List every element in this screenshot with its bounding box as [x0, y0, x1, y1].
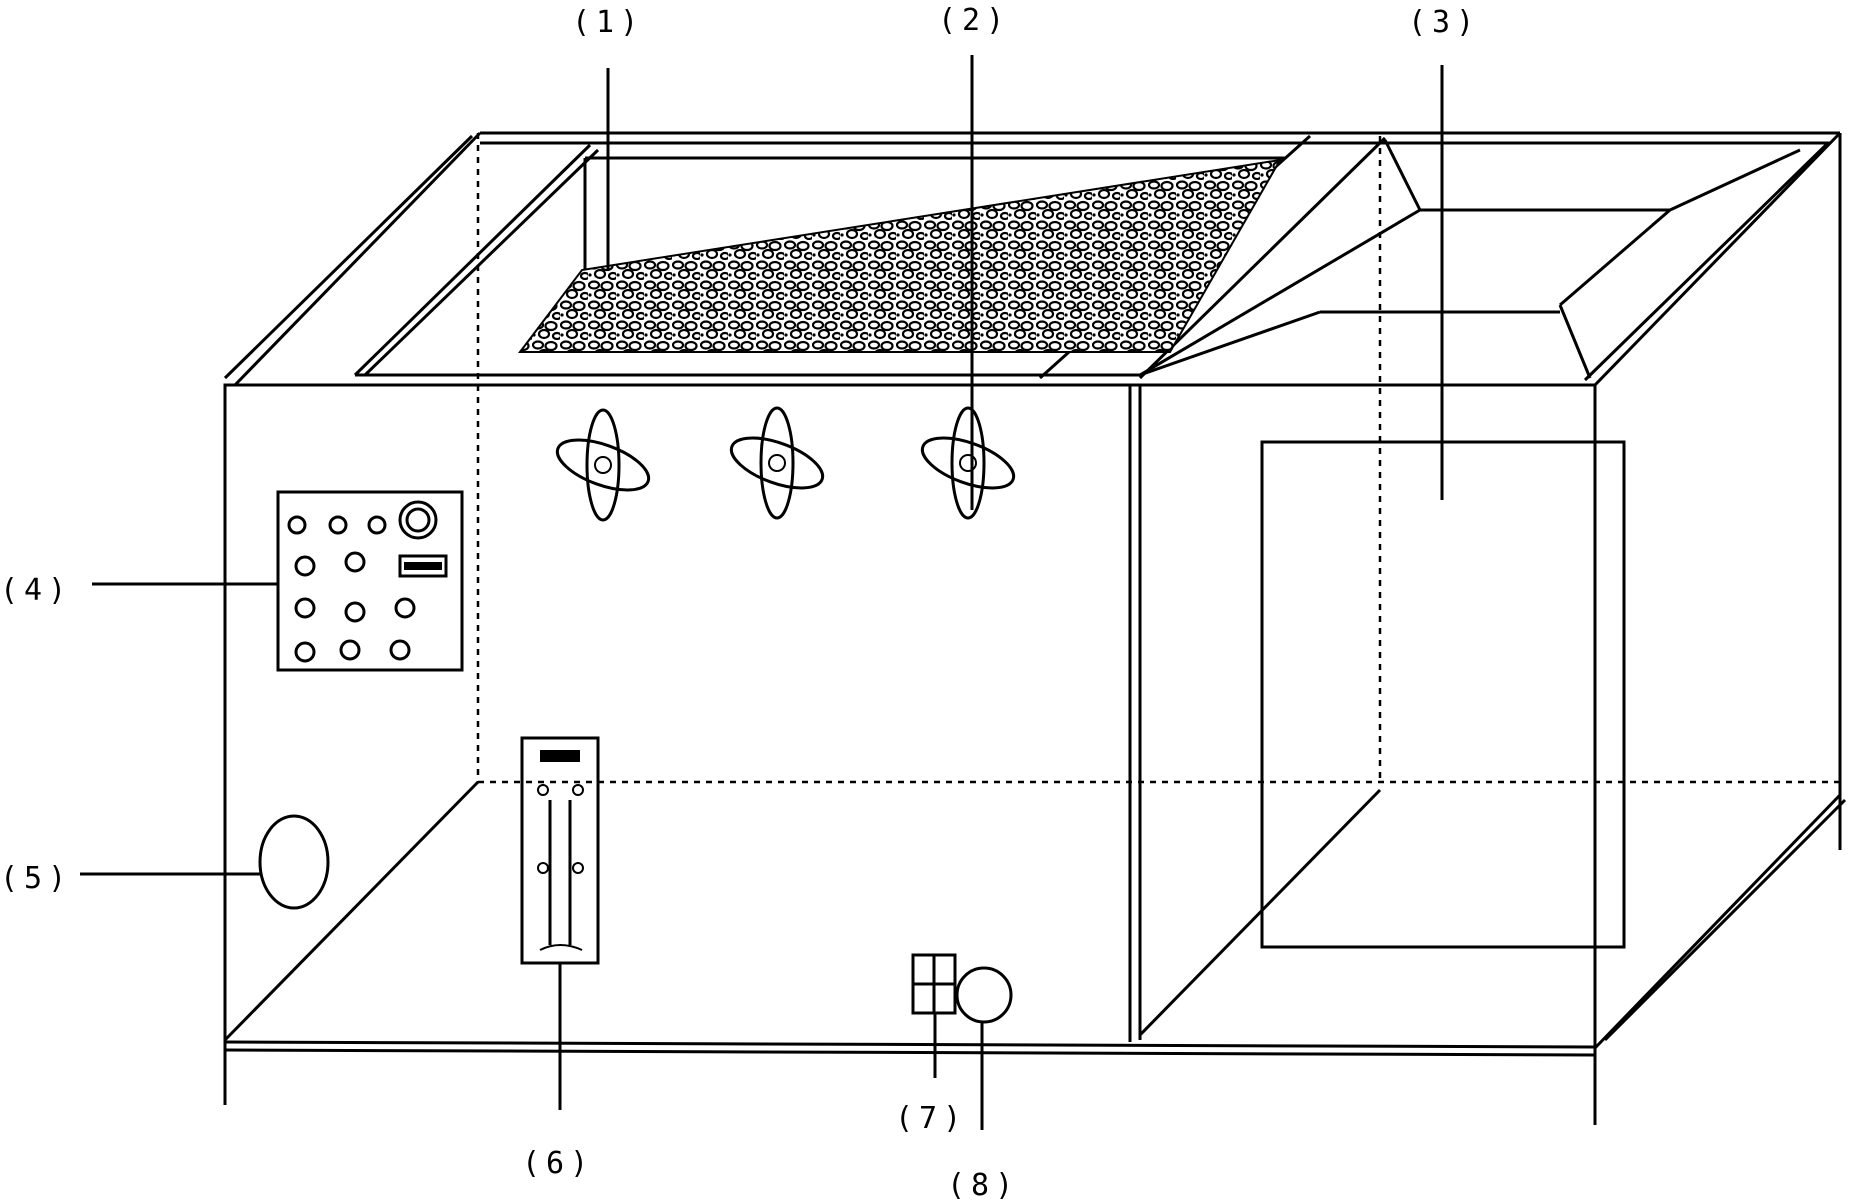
specimen-panel: [1260, 440, 1626, 949]
fan-3: [920, 406, 1016, 520]
valve: [911, 953, 957, 1015]
flow-meter: [520, 736, 600, 965]
pressure-gauge: [955, 966, 1013, 1024]
leader-lines: [80, 55, 1444, 1130]
fan-2: [729, 406, 825, 520]
label-7: (7): [895, 1101, 967, 1136]
label-3: (3): [1408, 5, 1480, 40]
knob-icon: [287, 500, 448, 663]
label-8: (8): [947, 1168, 1019, 1201]
label-2: (2): [938, 3, 1010, 38]
label-1: (1): [572, 5, 644, 40]
port-opening: [258, 814, 330, 910]
fan-1: [555, 408, 651, 522]
hidden-edges: [476, 133, 1840, 784]
granular-bed: [517, 158, 1282, 353]
label-4: (4): [0, 573, 72, 608]
hopper: [1139, 139, 1801, 379]
label-5: (5): [0, 861, 72, 896]
label-6: (6): [522, 1146, 594, 1181]
control-panel: [276, 490, 464, 672]
